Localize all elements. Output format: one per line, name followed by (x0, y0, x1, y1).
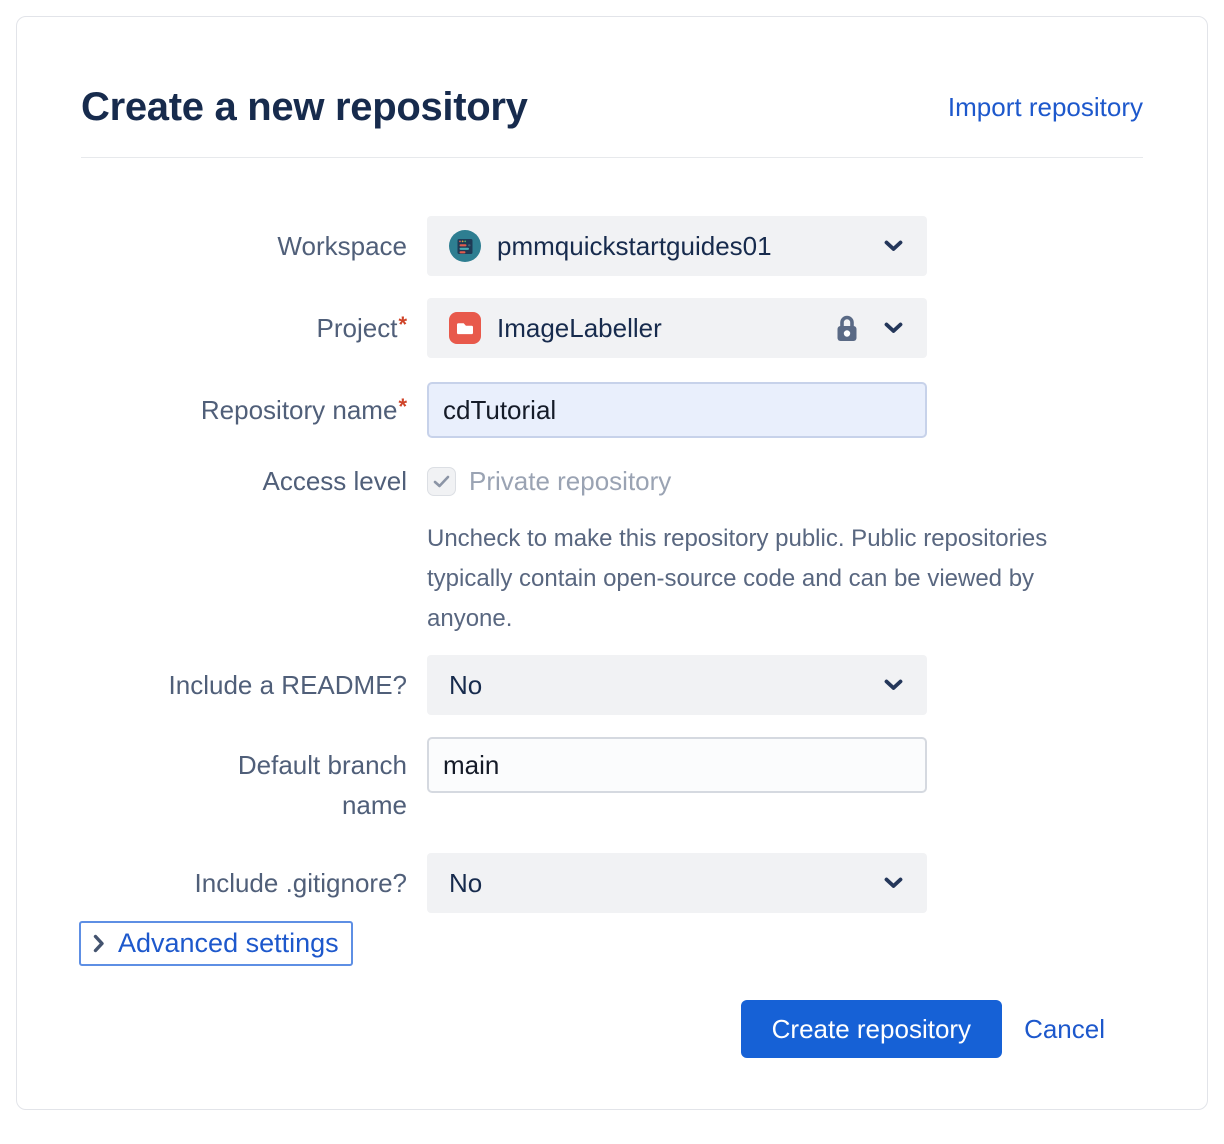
gitignore-select[interactable]: No (427, 853, 927, 913)
project-select[interactable]: ImageLabeller (427, 298, 927, 358)
private-repository-checkbox[interactable] (427, 467, 456, 496)
default-branch-row: Default branch name (81, 737, 1143, 825)
checkmark-icon (433, 475, 450, 488)
private-repository-label: Private repository (469, 466, 672, 496)
workspace-label: Workspace (277, 230, 407, 261)
repository-name-label: Repository name* (200, 393, 407, 425)
repository-name-row: Repository name* (81, 382, 1143, 438)
create-repository-form: Workspace (79, 216, 1143, 1058)
dialog-actions: Create repository Cancel (81, 1000, 1143, 1058)
default-branch-input[interactable] (427, 737, 927, 793)
workspace-value: pmmquickstartguides01 (497, 230, 772, 261)
lock-icon (834, 313, 860, 344)
advanced-settings-toggle[interactable]: Advanced settings (79, 921, 353, 966)
chevron-right-icon (93, 934, 105, 953)
chevron-down-icon (884, 322, 903, 334)
readme-label: Include a README? (168, 669, 407, 700)
project-value: ImageLabeller (497, 312, 662, 343)
workspace-avatar-icon (449, 230, 481, 262)
import-repository-link[interactable]: Import repository (947, 91, 1143, 122)
dialog-header: Create a new repository Import repositor… (81, 83, 1143, 131)
access-level-label: Access level (262, 466, 408, 496)
gitignore-row: Include .gitignore? No (81, 853, 1143, 913)
header-divider (81, 157, 1143, 158)
repository-name-input[interactable] (427, 382, 927, 438)
access-level-row: Access level Private repository Uncheck … (81, 466, 1143, 639)
project-label: Project* (316, 311, 407, 343)
workspace-select[interactable]: pmmquickstartguides01 (427, 216, 927, 276)
chevron-down-icon (884, 240, 903, 252)
chevron-down-icon (884, 877, 903, 889)
access-level-help-text: Uncheck to make this repository public. … (427, 525, 1048, 632)
required-asterisk: * (398, 393, 407, 419)
default-branch-label: Default branch name (237, 750, 407, 820)
project-row: Project* ImageLabeller (81, 298, 1143, 358)
page-title: Create a new repository (81, 85, 528, 129)
gitignore-label: Include .gitignore? (194, 867, 407, 898)
required-asterisk: * (398, 311, 407, 337)
readme-select[interactable]: No (427, 655, 927, 715)
advanced-settings-label: Advanced settings (118, 928, 339, 958)
create-repository-button[interactable]: Create repository (740, 1000, 1003, 1058)
readme-value: No (449, 669, 483, 700)
create-repository-dialog: Create a new repository Import repositor… (16, 16, 1208, 1110)
chevron-down-icon (884, 679, 903, 691)
workspace-row: Workspace (81, 216, 1143, 276)
project-avatar-icon (449, 312, 481, 344)
cancel-button[interactable]: Cancel (1024, 1013, 1105, 1044)
gitignore-value: No (449, 867, 483, 898)
readme-row: Include a README? No (81, 655, 1143, 715)
